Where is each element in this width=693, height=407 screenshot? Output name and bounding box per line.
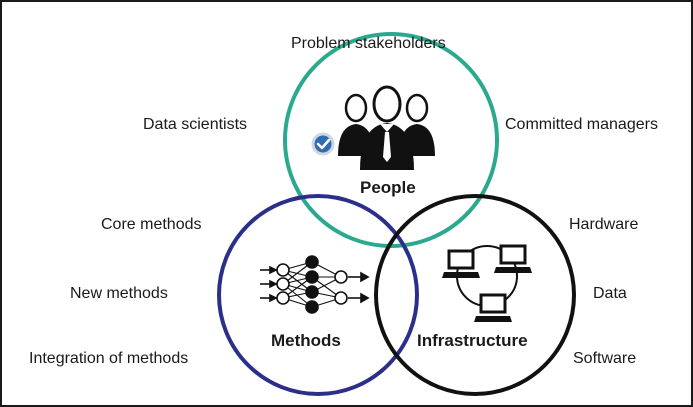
people-title: People (360, 178, 416, 197)
methods-title: Methods (271, 331, 341, 350)
label-data: Data (593, 285, 627, 302)
infrastructure-circle (374, 194, 576, 396)
label-hardware: Hardware (569, 216, 639, 233)
label-problem-stakeholders: Problem stakeholders (291, 35, 446, 52)
people-icon (338, 85, 435, 170)
checkmark-badge-icon (311, 132, 335, 156)
neural-network-icon (260, 255, 370, 314)
label-data-scientists: Data scientists (143, 116, 248, 133)
label-software: Software (573, 350, 637, 367)
infrastructure-title: Infrastructure (417, 331, 528, 350)
methods-circle (217, 194, 419, 396)
label-new-methods: New methods (70, 285, 168, 302)
label-integration-of-methods: Integration of methods (29, 350, 189, 367)
computer-network-icon (442, 244, 532, 322)
label-core-methods: Core methods (101, 216, 202, 233)
label-committed-managers: Committed managers (505, 116, 658, 133)
